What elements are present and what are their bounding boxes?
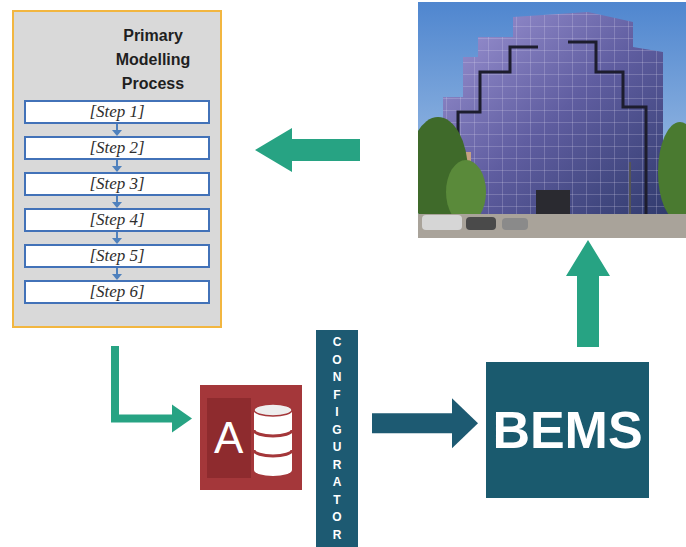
arrow-shaft: [372, 413, 453, 433]
database-app-icon: A: [200, 385, 302, 490]
database-base: [254, 464, 292, 476]
step-label: [Step 4]: [89, 210, 144, 230]
step-label: [Step 1]: [89, 102, 144, 122]
step-box: [Step 5]: [24, 244, 210, 268]
sign-pole: [629, 162, 631, 222]
database-top: [254, 404, 292, 416]
arrow-head: [112, 166, 122, 172]
arrow-shaft: [116, 268, 118, 275]
arrow-head: [172, 405, 192, 433]
step-box: [Step 3]: [24, 172, 210, 196]
panel-heading: Primary Modelling Process: [86, 24, 220, 96]
band-label: CONFIGURATOR: [332, 334, 342, 544]
arrow-shaft: [116, 160, 118, 167]
entrance: [536, 190, 570, 217]
flow-arrow: [566, 240, 610, 347]
flow-arrow: [112, 232, 122, 244]
arrow-head: [112, 238, 122, 244]
street: [418, 214, 686, 238]
database-body: [254, 410, 292, 470]
car: [422, 215, 462, 230]
step-label: [Step 3]: [89, 174, 144, 194]
tree: [658, 122, 686, 222]
step-label: [Step 5]: [89, 246, 144, 266]
access-icon: [200, 385, 302, 490]
bems-box: BEMS: [486, 362, 649, 498]
step-box: [Step 6]: [24, 280, 210, 304]
building-photo: [418, 2, 686, 238]
sky: [418, 2, 686, 238]
car: [502, 218, 528, 230]
arrow-shaft: [116, 196, 118, 203]
arrow-head: [112, 202, 122, 208]
facade-frame: [568, 42, 646, 217]
flow-arrow: [255, 128, 360, 172]
arrow-shaft: [116, 232, 118, 239]
arrow-head: [452, 398, 478, 448]
flow-arrow: [112, 160, 122, 172]
arrow-head: [112, 130, 122, 136]
configurator-band: CONFIGURATOR: [316, 330, 358, 547]
flow-arrow: [372, 398, 478, 448]
step-box: [Step 4]: [24, 208, 210, 232]
database-rings: [254, 430, 292, 456]
car: [466, 217, 496, 230]
step-box: [Step 2]: [24, 136, 210, 160]
arrow-shaft: [115, 346, 173, 419]
arrow-shaft: [116, 124, 118, 131]
icon-letter: A: [200, 385, 302, 463]
arrow-head: [112, 274, 122, 280]
icon-tile: [200, 385, 302, 490]
flow-arrow: [112, 196, 122, 208]
box-label: BEMS: [492, 400, 642, 460]
flow-arrow: [112, 124, 122, 136]
flow-arrow: [115, 346, 192, 433]
step-label: [Step 2]: [89, 138, 144, 158]
flow-arrow: [112, 268, 122, 280]
step-box: [Step 1]: [24, 100, 210, 124]
process-panel: Primary Modelling Process [Step 1] [Step 2…: [12, 10, 222, 328]
step-label: [Step 6]: [89, 282, 144, 302]
